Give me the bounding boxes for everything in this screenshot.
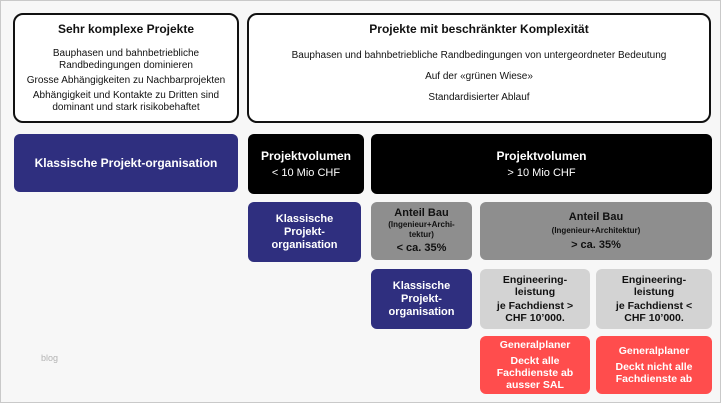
very-complex-line: Randbedingungen dominieren [59, 60, 193, 71]
share-large-sub: (Ingenieur+Architektur) [551, 225, 641, 235]
very-complex-line: Bauphasen und bahnbetriebliche [52, 48, 200, 59]
engineering-above-line: leistung [514, 286, 556, 298]
volume-large-value: > 10 Mio CHF [507, 166, 576, 179]
box-very-complex-projects: Sehr komplexe Projekte Bauphasen und bah… [13, 13, 239, 123]
limited-complexity-title: Projekte mit beschränkter Komplexität [369, 22, 589, 36]
classic-mid-line: Projekt- [401, 292, 442, 305]
volume-small-value: < 10 Mio CHF [271, 166, 341, 179]
share-small-value: < ca. 35% [396, 242, 447, 254]
limited-complexity-line: Bauphasen und bahnbetriebliche Randbedin… [291, 50, 667, 61]
engineering-below-line: CHF 10’000. [624, 312, 684, 324]
limited-complexity-line: Standardisierter Ablauf [428, 92, 530, 103]
very-complex-title: Sehr komplexe Projekte [57, 22, 195, 36]
engineering-above-line: Engineering- [502, 274, 568, 286]
classic-project-organisation-small: Klassische Projekt- organisation [248, 202, 361, 262]
engineering-service-below: Engineering- leistung je Fachdienst < CH… [596, 269, 712, 329]
classic-small-line: Projekt- [284, 225, 325, 238]
share-small-sub: tektur) [409, 230, 434, 239]
general-not-all-line: Deckt nicht alle [615, 361, 693, 373]
share-small-sub: (Ingenieur+Archi- [388, 220, 455, 229]
general-planner-all: Generalplaner Deckt alle Fachdienste ab … [480, 336, 590, 394]
classic-small-line: organisation [271, 238, 338, 251]
very-complex-line: dominant und stark risikobehaftet [52, 102, 200, 113]
construction-share-small: Anteil Bau (Ingenieur+Archi- tektur) < c… [371, 202, 472, 260]
engineering-below-line: je Fachdienst < [615, 300, 693, 312]
engineering-below-line: Engineering- [621, 274, 687, 286]
general-planner-not-all: Generalplaner Deckt nicht alle Fachdiens… [596, 336, 712, 394]
general-not-all-title: Generalplaner [618, 345, 690, 357]
classic-mid-line: organisation [388, 305, 455, 318]
limited-complexity-line: Auf der «grünen Wiese» [425, 71, 533, 82]
general-all-line: Fachdienste ab [496, 367, 574, 379]
engineering-above-line: je Fachdienst > [496, 300, 574, 312]
general-all-title: Generalplaner [499, 339, 571, 351]
share-small-title: Anteil Bau [394, 207, 449, 219]
general-not-all-line: Fachdienste ab [615, 373, 693, 385]
share-large-value: > ca. 35% [571, 238, 621, 251]
classic-mid-line: Klassische [392, 279, 451, 292]
project-volume-small: Projektvolumen < 10 Mio CHF [248, 134, 364, 194]
volume-large-title: Projektvolumen [496, 148, 587, 163]
general-all-line: ausser SAL [506, 379, 564, 391]
very-complex-line: Abhängigkeit und Kontakte zu Dritten sin… [32, 90, 220, 101]
general-all-line: Deckt alle [510, 355, 560, 367]
project-volume-large: Projektvolumen > 10 Mio CHF [371, 134, 712, 194]
engineering-above-line: CHF 10’000. [505, 312, 565, 324]
classic-project-organisation-mid: Klassische Projekt- organisation [371, 269, 472, 329]
volume-small-title: Projektvolumen [260, 148, 352, 163]
watermark: blog [41, 353, 59, 363]
classic-project-organisation-main: Klassische Projekt-organisation [14, 134, 238, 192]
engineering-below-line: leistung [633, 286, 675, 298]
classic-small-line: Klassische [275, 212, 334, 225]
share-large-title: Anteil Bau [568, 210, 624, 223]
very-complex-line: Grosse Abhängigkeiten zu Nachbarprojekte… [26, 75, 226, 86]
classic-main-label: Klassische Projekt-organisation [34, 156, 218, 170]
box-limited-complexity-projects: Projekte mit beschränkter Komplexität Ba… [247, 13, 711, 123]
engineering-service-above: Engineering- leistung je Fachdienst > CH… [480, 269, 590, 329]
construction-share-large: Anteil Bau (Ingenieur+Architektur) > ca.… [480, 202, 712, 260]
